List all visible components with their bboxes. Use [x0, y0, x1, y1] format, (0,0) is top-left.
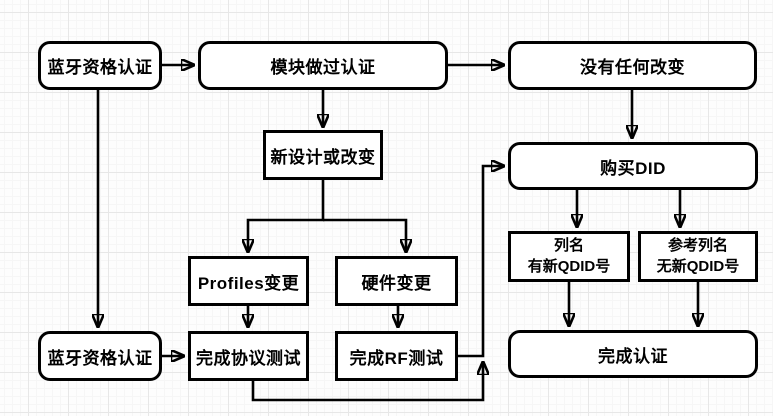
node-label-line2: 有新QDID号: [527, 257, 611, 275]
node-bluetooth-qualification-bottom: 蓝牙资格认证: [38, 331, 162, 381]
node-protocol-test-complete: 完成协议测试: [188, 331, 309, 381]
node-label: 完成协议测试: [196, 348, 301, 368]
node-new-design-or-change: 新设计或改变: [263, 130, 383, 180]
node-label-line2: 无新QDID号: [656, 257, 740, 275]
edge-new-design-to-profiles-change: [248, 180, 325, 252]
node-label: 蓝牙资格认证: [47, 58, 153, 77]
node-label: 模块做过认证: [270, 58, 376, 77]
node-label: 没有任何改变: [580, 58, 685, 77]
node-label: 购买DID: [600, 158, 666, 178]
node-no-change: 没有任何改变: [508, 41, 757, 90]
node-profiles-change: Profiles变更: [188, 256, 309, 306]
node-reference-listed-no-qdid: 参考列名 无新QDID号: [638, 231, 758, 282]
node-buy-did: 购买DID: [508, 142, 758, 190]
node-label: 新设计或改变: [270, 147, 376, 167]
node-label-line1: 参考列名: [667, 237, 728, 255]
node-label-line1: 列名: [553, 237, 584, 255]
node-label: 完成认证: [598, 346, 668, 366]
node-listed-new-qdid: 列名 有新QDID号: [508, 231, 630, 282]
node-label: Profiles变更: [197, 273, 300, 293]
node-label: 完成RF测试: [349, 348, 444, 368]
node-rf-test-complete: 完成RF测试: [335, 331, 458, 381]
edge-new-design-to-hardware-change: [323, 218, 406, 252]
node-certification-complete: 完成认证: [508, 330, 758, 378]
node-module-certified: 模块做过认证: [198, 41, 448, 90]
node-bluetooth-qualification-top: 蓝牙资格认证: [38, 41, 162, 90]
node-label: 硬件变更: [361, 273, 432, 293]
node-hardware-change: 硬件变更: [335, 256, 458, 306]
edge-rf-test-to-buy-did: [458, 166, 504, 358]
node-label: 蓝牙资格认证: [47, 348, 153, 368]
